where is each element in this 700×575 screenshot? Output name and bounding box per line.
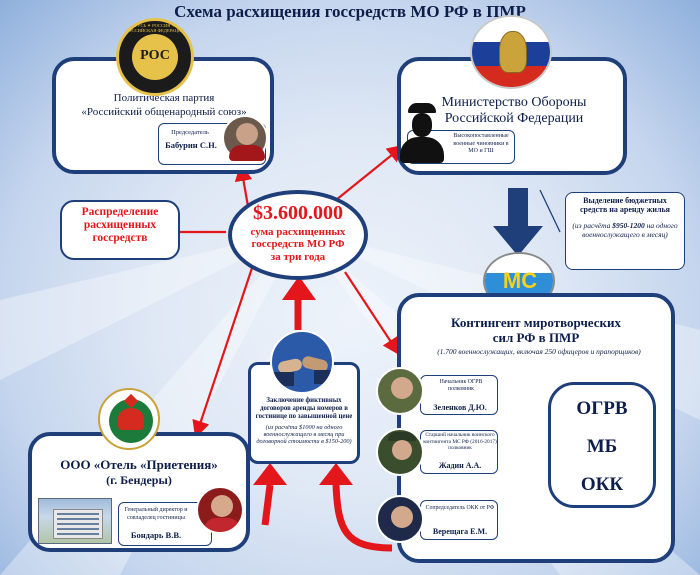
hotel-person-name: Бондарь В.В.	[130, 530, 182, 540]
page-title: Схема расхищения госсредств МО РФ в ПМР	[174, 2, 526, 21]
officer-2-role: Старший начальник воинского контингента …	[423, 432, 497, 452]
contracts-note: (из расчёта $1000 на одного военнослужащ…	[256, 424, 352, 446]
party-line2: «Российский общенародный союз»	[81, 106, 247, 118]
budget-line1: Выделение бюджетных средств на аренду жи…	[579, 196, 670, 215]
officer-3-name: Верещага Е.М.	[432, 527, 488, 536]
unit-okk: ОКК	[580, 474, 624, 495]
budget-box	[565, 192, 685, 270]
officer-1-name: Зеленков Д.Ю.	[433, 403, 487, 412]
hotel-person-role: Генеральный директор и совладелец гостин…	[124, 507, 188, 521]
center-amount: $3.600.000	[253, 202, 343, 224]
hotel-building-photo	[38, 498, 112, 544]
party-person-avatar	[222, 115, 268, 161]
arrow-to-ministry	[335, 144, 405, 201]
unit-ogrv: ОГРВ	[576, 398, 628, 419]
unit-mb: МБ	[586, 436, 618, 457]
arrow-budget-down	[493, 226, 543, 256]
officer-3-avatar	[376, 495, 424, 543]
officer-2-name: Жадин А.А.	[438, 461, 482, 470]
budget-note-value: $950-1200	[612, 221, 645, 230]
party-line1: Политическая партия	[113, 92, 215, 104]
party-person-role: Председатель	[171, 129, 209, 136]
party-person-name: Бабурин С.Н.	[165, 140, 217, 150]
handshake-icon	[270, 330, 334, 394]
budget-note: (из расчёта $950-1200 на одного военносл…	[569, 221, 681, 239]
officer-card-1	[420, 375, 498, 415]
officer-3-role: Сопредседатель ОКК от РФ	[425, 505, 495, 511]
silhouette-avatar	[398, 103, 446, 167]
arrow-to-contingent	[344, 271, 400, 356]
ministry-emblem	[470, 15, 552, 89]
ministry-person-role: Высокопоставленные военные чиновники в М…	[453, 133, 509, 154]
units-box	[548, 382, 656, 508]
officer-card-2	[420, 430, 498, 474]
arrow-hotel-up	[261, 484, 274, 526]
contingent-line1: Контингент миротворческих	[451, 315, 621, 330]
budget-note-pre: (из расчёта	[572, 221, 613, 230]
arrow-officers-up	[332, 484, 393, 552]
hotel-line1: ООО «Отель «Приетения»	[60, 457, 218, 472]
party-logo-ring: РУСЬ ✦ РОССИЯ ✦ РОССИЙСКАЯ ФЕДЕРАЦИЯ	[125, 23, 185, 34]
distribution-text: Распределение расхищенных госсредств	[81, 206, 159, 245]
ministry-line1: Министерство Обороны	[441, 95, 587, 110]
hotel-line2: (г. Бендеры)	[106, 473, 172, 487]
center-line2: госсредств МО РФ	[251, 238, 345, 250]
contracts-line1: Заключение фиктивных договоров аренды но…	[255, 397, 353, 420]
officer-1-role: Начальник ОГРВ полковник	[439, 379, 483, 393]
center-line3: за три года	[270, 251, 326, 263]
officer-2-avatar	[376, 428, 424, 476]
budget-note-post: на одного военнослужащего в месяц)	[582, 221, 678, 239]
contingent-line2: сил РФ в ПМР	[492, 330, 580, 345]
ministry-line2: Российской Федерации	[444, 111, 584, 126]
ms-logo-text: МС	[502, 268, 538, 293]
officer-1-avatar	[376, 367, 424, 415]
arrow-to-hotel	[192, 267, 254, 439]
contingent-note: (1.700 военнослужащих, включая 250 офице…	[437, 347, 641, 356]
officer-card-3	[420, 500, 498, 540]
center-amount-ellipse	[228, 190, 368, 280]
distribution-box	[60, 200, 180, 260]
hotel-person-avatar	[196, 486, 244, 534]
pmr-emblem	[98, 388, 160, 450]
party-logo: РОС РУСЬ ✦ РОССИЯ ✦ РОССИЙСКАЯ ФЕДЕРАЦИЯ	[116, 18, 194, 96]
center-line1: сума расхищенных	[250, 226, 346, 238]
party-logo-text: РОС	[140, 48, 170, 63]
